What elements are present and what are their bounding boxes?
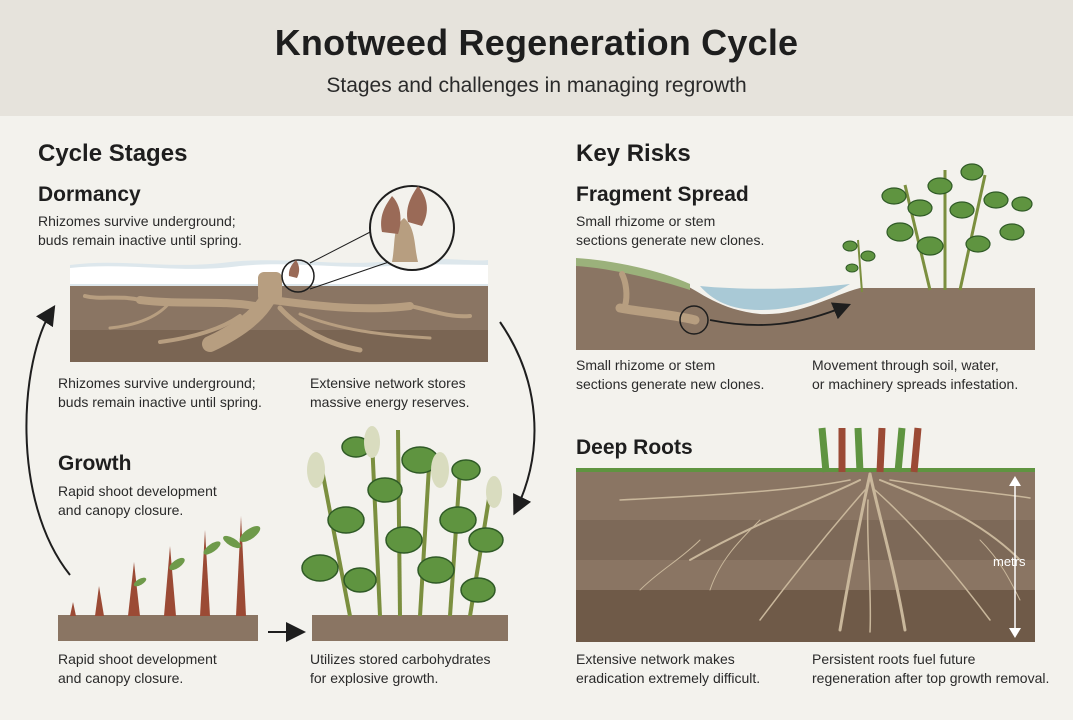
deep-roots-illustration — [576, 427, 1035, 642]
growth-title: Growth — [58, 452, 132, 475]
fragment-description: Small rhizome or stem sections generate … — [576, 213, 765, 248]
depth-label: metrs — [993, 554, 1026, 569]
fragment-caption-right: Movement through soil, water, or machine… — [812, 357, 1019, 392]
dormancy-caption-left: Rhizomes survive underground; buds remai… — [58, 375, 262, 410]
deep-roots-caption-right: Persistent roots fuel future regeneratio… — [812, 651, 1050, 686]
cycle-heading: Cycle Stages — [38, 140, 188, 167]
dormancy-caption-right: Extensive network stores massive energy … — [310, 375, 470, 410]
growth-caption-right: Utilizes stored carbohydrates for explos… — [310, 651, 491, 686]
growth-caption-left: Rapid shoot development and canopy closu… — [58, 651, 217, 686]
shoots-illustration — [58, 516, 261, 641]
dormancy-title: Dormancy — [38, 183, 141, 206]
deep-roots-caption-left: Extensive network makes eradication extr… — [576, 651, 761, 686]
growth-description: Rapid shoot development and canopy closu… — [58, 483, 217, 518]
header-banner: Knotweed Regeneration Cycle Stages and c… — [0, 0, 1073, 116]
fragment-illustration — [576, 163, 1035, 350]
page-title: Knotweed Regeneration Cycle — [274, 22, 799, 63]
page-subtitle: Stages and challenges in managing regrow… — [326, 74, 747, 97]
fragment-title: Fragment Spread — [576, 183, 749, 206]
canopy-illustration — [301, 426, 508, 641]
fragment-caption-left: Small rhizome or stem sections generate … — [576, 357, 765, 392]
dormancy-description: Rhizomes survive underground; buds remai… — [38, 213, 242, 248]
dormancy-illustration — [70, 185, 488, 362]
deep-roots-title: Deep Roots — [576, 436, 693, 459]
risks-heading: Key Risks — [576, 140, 691, 167]
